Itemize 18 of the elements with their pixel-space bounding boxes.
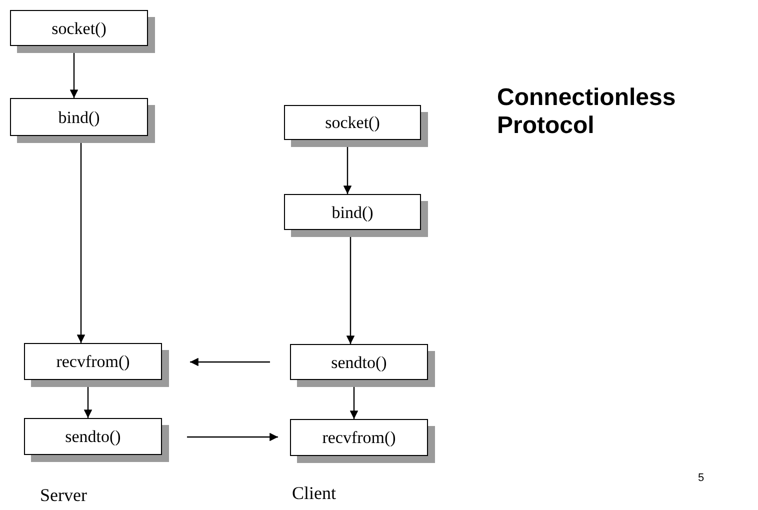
arrow (350, 387, 358, 419)
function-name: bind() (58, 108, 100, 126)
function-name: sendto() (331, 354, 387, 370)
function-name: bind() (332, 204, 374, 220)
arrow (187, 432, 278, 442)
page-number: 5 (698, 471, 704, 486)
function-name: recvfrom() (322, 429, 396, 446)
function-name: sendto() (65, 428, 121, 445)
side-label: Server (40, 484, 87, 507)
title: Connectionless Protocol (497, 84, 677, 140)
function-name: recvfrom() (56, 353, 130, 370)
function-name: socket() (52, 20, 106, 36)
side-label: Client (292, 482, 336, 505)
arrow (190, 358, 270, 366)
arrow (76, 143, 86, 343)
arrow (346, 237, 355, 344)
function-name: socket() (325, 114, 380, 131)
arrow (84, 387, 92, 418)
